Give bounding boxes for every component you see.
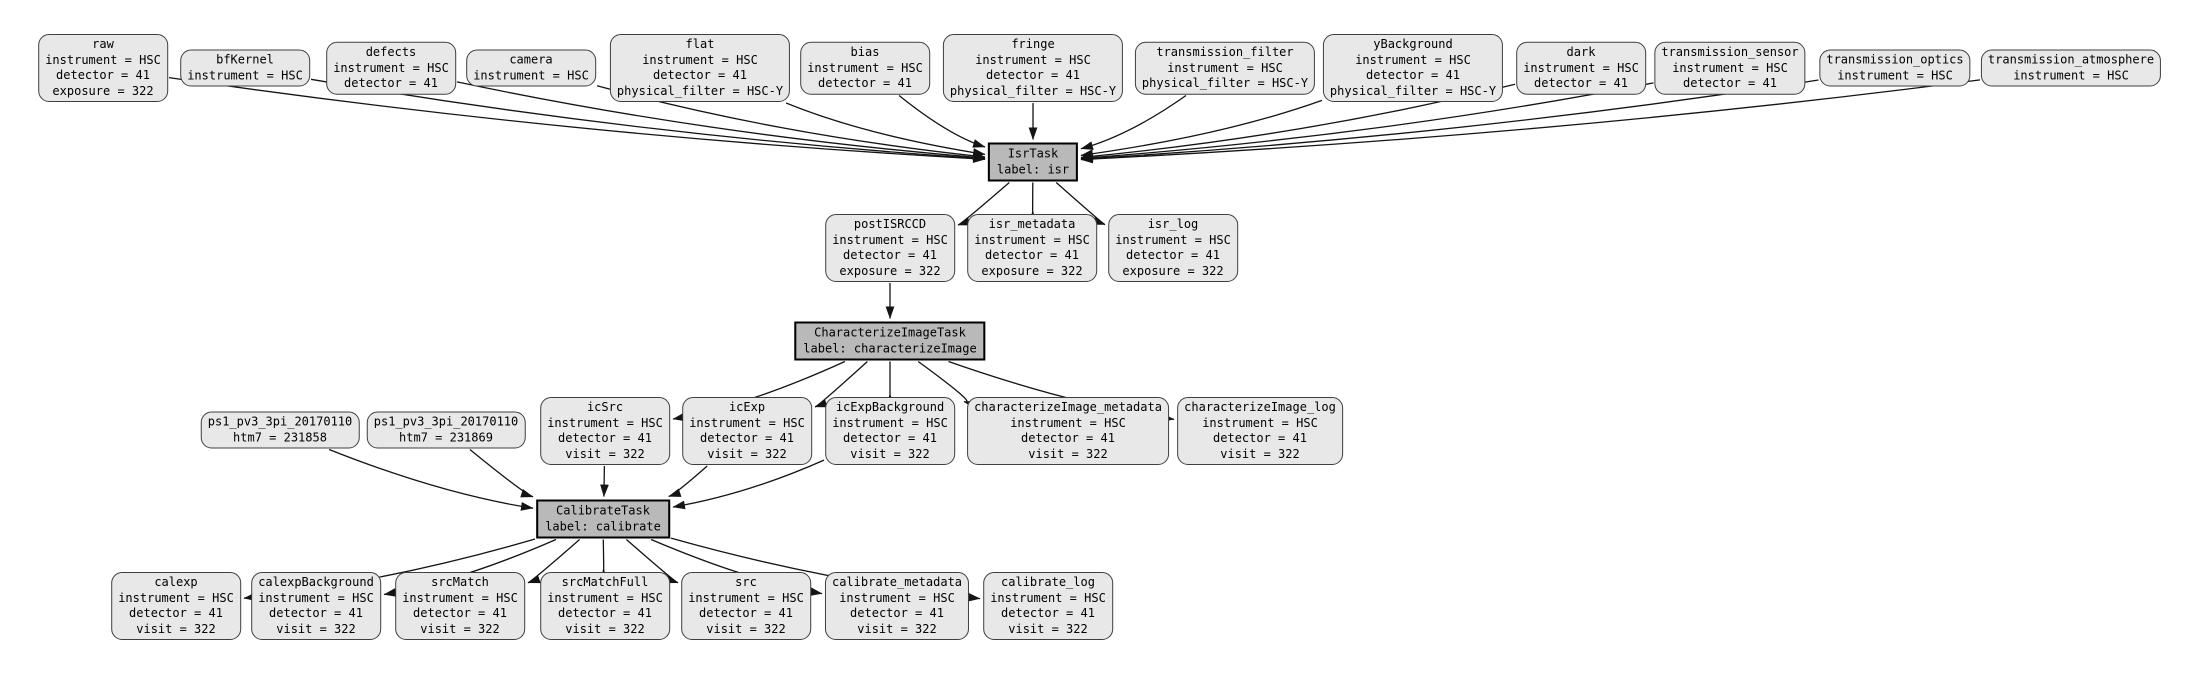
node-camera: camera instrument = HSC (466, 49, 596, 87)
node-transmission_optics: transmission_optics instrument = HSC (1819, 49, 1971, 87)
node-srcMatchFull: srcMatchFull instrument = HSC detector =… (540, 572, 670, 640)
edge-transmission_optics-to-isr_task (1080, 79, 1819, 163)
edge-raw-to-isr_task (168, 76, 986, 164)
edge-isr_task-to-isr_log (1055, 182, 1106, 226)
node-raw: raw instrument = HSC detector = 41 expos… (38, 34, 168, 102)
node-flat: flat instrument = HSC detector = 41 phys… (609, 34, 791, 102)
node-yBackground: yBackground instrument = HSC detector = … (1322, 34, 1504, 102)
node-bias: bias instrument = HSC detector = 41 (800, 41, 930, 95)
node-fringe: fringe instrument = HSC detector = 41 ph… (942, 34, 1124, 102)
edge-flat-to-isr_task (785, 102, 986, 157)
edge-ps1_refcat_231858-to-calibrate_task (328, 448, 534, 511)
edge-bias-to-isr_task (898, 94, 986, 148)
node-bfKernel: bfKernel instrument = HSC (180, 49, 310, 87)
node-calibrate_task: CalibrateTask label: calibrate (536, 499, 670, 539)
edge-ps1_refcat_231869-to-calibrate_task (469, 448, 534, 498)
node-icSrc: icSrc instrument = HSC detector = 41 vis… (540, 397, 670, 465)
node-isr_task: IsrTask label: isr (987, 142, 1079, 182)
node-characterizeImage_log: characterizeImage_log instrument = HSC d… (1177, 397, 1343, 465)
edge-yBackground-to-isr_task (1080, 99, 1323, 159)
node-transmission_sensor: transmission_sensor instrument = HSC det… (1654, 41, 1806, 95)
node-calexpBackground: calexpBackground instrument = HSC detect… (251, 572, 381, 640)
node-ps1_refcat_231869: ps1_pv3_3pi_20170110 htm7 = 231869 (366, 411, 526, 449)
edge-calibrate_task-to-srcMatch (527, 539, 581, 584)
node-icExp: icExp instrument = HSC detector = 41 vis… (682, 397, 812, 465)
edge-icSrc-to-calibrate_task (600, 465, 609, 497)
node-postISRCCD: postISRCCD instrument = HSC detector = 4… (825, 214, 955, 282)
node-calibrate_log: calibrate_log instrument = HSC detector … (983, 572, 1113, 640)
node-icExpBackground: icExpBackground instrument = HSC detecto… (825, 397, 955, 465)
edge-calibrate_task-to-src (625, 539, 679, 584)
edge-transmission_atmosphere-to-isr_task (1080, 79, 1981, 164)
edge-icExpBackground-to-calibrate_task (672, 459, 825, 510)
edge-defects-to-isr_task (456, 81, 986, 162)
node-characterizeImage_metadata: characterizeImage_metadata instrument = … (967, 397, 1169, 465)
node-isr_log: isr_log instrument = HSC detector = 41 e… (1108, 214, 1238, 282)
node-isr_metadata: isr_metadata instrument = HSC detector =… (967, 214, 1097, 282)
node-transmission_atmosphere: transmission_atmosphere instrument = HSC (1980, 49, 2162, 87)
node-ps1_refcat_231858: ps1_pv3_3pi_20170110 htm7 = 231858 (200, 411, 360, 449)
node-src: src instrument = HSC detector = 41 visit… (681, 572, 811, 640)
edge-characterizeImage_task-to-characterizeImage_metadata (917, 360, 977, 410)
edge-icExp-to-calibrate_task (668, 465, 708, 498)
node-characterizeImage_task: CharacterizeImageTask label: characteriz… (794, 321, 986, 361)
node-srcMatch: srcMatch instrument = HSC detector = 41 … (395, 572, 525, 640)
node-calexp: calexp instrument = HSC detector = 41 vi… (111, 572, 241, 640)
edge-characterizeImage_task-to-icExp (814, 361, 868, 408)
edge-isr_task-to-postISRCCD (957, 182, 1010, 226)
edge-transmission_filter-to-isr_task (1080, 94, 1187, 150)
node-calibrate_metadata: calibrate_metadata instrument = HSC dete… (824, 572, 970, 640)
node-dark: dark instrument = HSC detector = 41 (1516, 41, 1646, 95)
node-defects: defects instrument = HSC detector = 41 (326, 41, 456, 95)
edge-transmission_sensor-to-isr_task (1080, 82, 1654, 162)
edge-bfKernel-to-isr_task (310, 78, 986, 163)
node-transmission_filter: transmission_filter instrument = HSC phy… (1134, 41, 1316, 95)
